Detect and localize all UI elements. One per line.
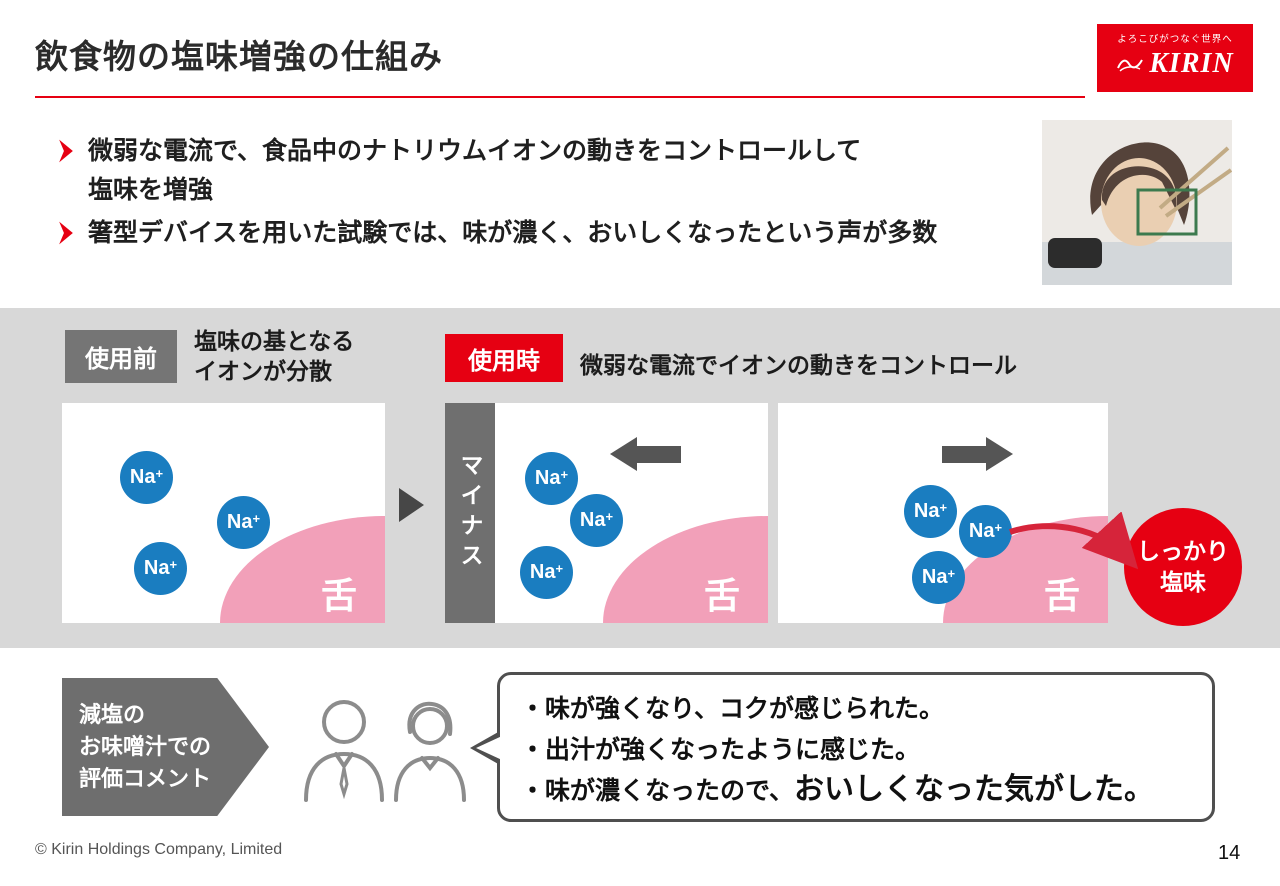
minus-electrode: マイナス: [445, 403, 495, 623]
comment-item: ・味が濃くなったので、おいしくなった気がした。: [520, 773, 1155, 806]
kirin-logo: よろこびがつなぐ世界へ KIRIN: [1097, 24, 1253, 92]
sodium-ion: Na+: [904, 485, 957, 538]
next-step-arrow-icon: [399, 488, 424, 522]
sodium-ion: Na+: [520, 546, 573, 599]
sodium-ion: Na+: [120, 451, 173, 504]
during-use-description: 微弱な電流でイオンの動きをコントロール: [580, 352, 1017, 378]
bullet-text: 微弱な電流で、食品中のナトリウムイオンの動きをコントロールして 塩味を増強: [88, 137, 862, 204]
during-use-label: 使用時: [445, 334, 563, 382]
tongue-shape: 舌: [603, 516, 768, 623]
panel-during-pull: 舌 Na+ Na+ Na+: [495, 403, 768, 623]
demo-photo: [1042, 120, 1232, 285]
bullet-item: 微弱な電流で、食品中のナトリウムイオンの動きをコントロールして 塩味を増強: [58, 132, 1018, 210]
logo-brand: KIRIN: [1149, 48, 1234, 79]
page-number: 14: [1218, 842, 1241, 864]
title-underline: [35, 96, 1085, 98]
comment-bubble: ・味が強くなり、コクが感じられた。 ・出汁が強くなったように感じた。 ・味が濃く…: [470, 672, 1215, 822]
tongue-label: 舌: [1043, 575, 1080, 616]
page-title: 飲食物の塩味増強の仕組み: [35, 38, 443, 75]
comment-item: ・出汁が強くなったように感じた。: [520, 736, 921, 764]
sodium-ion: Na+: [525, 452, 578, 505]
demo-photo-illustration: [1042, 120, 1232, 285]
panel-before: 舌 Na+ Na+ Na+: [62, 403, 385, 623]
sodium-ion: Na+: [217, 496, 270, 549]
comment-source-text: 減塩の お味噌汁での 評価コメント: [79, 702, 212, 791]
comment-source-tag: 減塩の お味噌汁での 評価コメント: [62, 678, 269, 816]
bullet-text: 箸型デバイスを用いた試験では、味が濃く、おいしくなったという声が多数: [88, 219, 938, 247]
panel-during-push: 舌 Na+ Na+ Na+: [778, 403, 1108, 623]
minus-label: マイナス: [457, 453, 483, 573]
before-use-description: 塩味の基となる イオンが分散: [194, 328, 355, 384]
sodium-ion: Na+: [134, 542, 187, 595]
logo-tagline: よろこびがつなぐ世界へ: [1117, 34, 1233, 45]
bullet-chevron-icon: [59, 139, 73, 163]
people-icon: [304, 700, 466, 802]
tongue-label: 舌: [320, 575, 357, 616]
copyright-text: © Kirin Holdings Company, Limited: [35, 841, 283, 858]
pull-left-arrow-icon: [610, 437, 681, 471]
result-badge: しっかり 塩味: [1124, 508, 1242, 626]
kirin-emblem-icon: [1117, 59, 1144, 72]
enhance-arrow-icon: [1009, 512, 1139, 570]
comment-item: ・味が強くなり、コクが感じられた。: [520, 695, 945, 723]
push-right-arrow-icon: [942, 437, 1013, 471]
tongue-label: 舌: [703, 575, 740, 616]
sodium-ion: Na+: [912, 551, 965, 604]
photo-highlight-box: [1136, 188, 1198, 236]
tongue-shape: 舌: [220, 516, 385, 623]
sodium-ion: Na+: [570, 494, 623, 547]
sodium-ion: Na+: [959, 505, 1012, 558]
before-use-label: 使用前: [65, 330, 177, 383]
bullet-chevron-icon: [59, 221, 73, 245]
bullet-item: 箸型デバイスを用いた試験では、味が濃く、おいしくなったという声が多数: [58, 214, 1038, 253]
